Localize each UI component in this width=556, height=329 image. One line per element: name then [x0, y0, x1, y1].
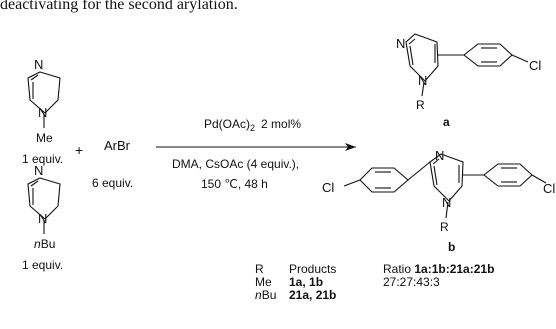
reactant-1-equiv: 1 equiv.: [22, 152, 63, 166]
reactant-2-substituent: nBu: [34, 237, 55, 251]
reactant-2-n-top: N: [34, 163, 43, 178]
plus-sign: +: [75, 142, 83, 158]
product-a-n-top: N: [396, 36, 405, 51]
table-row-2-r: nBu: [255, 288, 276, 302]
reactant-2-equiv: 1 equiv.: [22, 258, 63, 272]
product-a-structure: [405, 33, 529, 97]
product-b-cl-right: Cl: [543, 181, 555, 196]
table-header-r: R: [255, 262, 264, 276]
product-a-n-bottom: N: [418, 73, 427, 88]
aryl-bromide-label: ArBr: [104, 138, 131, 153]
product-b-structure: [343, 153, 547, 219]
reactant-1-n-top: N: [34, 57, 43, 72]
product-a-label: a: [443, 115, 450, 129]
table-row-2-products: 21a, 21b: [289, 288, 336, 302]
table-header-products: Products: [289, 262, 336, 276]
reactant-2-n-bottom: N: [38, 211, 47, 226]
caption-fragment: deactivating for the second arylation.: [0, 0, 238, 13]
product-b-n-bottom: N: [442, 195, 451, 210]
product-a-cl: Cl: [529, 58, 541, 73]
reaction-arrowhead: [345, 143, 356, 151]
aryl-bromide-equiv: 6 equiv.: [92, 176, 133, 190]
product-b-label: b: [448, 240, 455, 254]
product-b-n-top: N: [435, 148, 444, 163]
reactant-2-structure: [27, 177, 61, 234]
conditions-line-2: DMA, CsOAc (4 equiv.),: [172, 157, 299, 171]
table-row-1-products: 1a, 1b: [289, 275, 323, 289]
reactant-1-structure: [27, 71, 61, 128]
conditions-line-3: 150 ℃, 48 h: [201, 177, 268, 191]
table-row-1-r: Me: [255, 275, 272, 289]
table-row-1-ratio: 27:27:43:3: [383, 275, 440, 289]
table-header-ratio: Ratio 1a:1b:21a:21b: [383, 262, 494, 276]
product-b-r: R: [440, 220, 449, 234]
reactant-1-n-bottom: N: [38, 105, 47, 120]
reactant-1-substituent: Me: [36, 131, 53, 145]
product-a-r: R: [416, 98, 425, 112]
product-b-cl-left: Cl: [322, 180, 334, 195]
